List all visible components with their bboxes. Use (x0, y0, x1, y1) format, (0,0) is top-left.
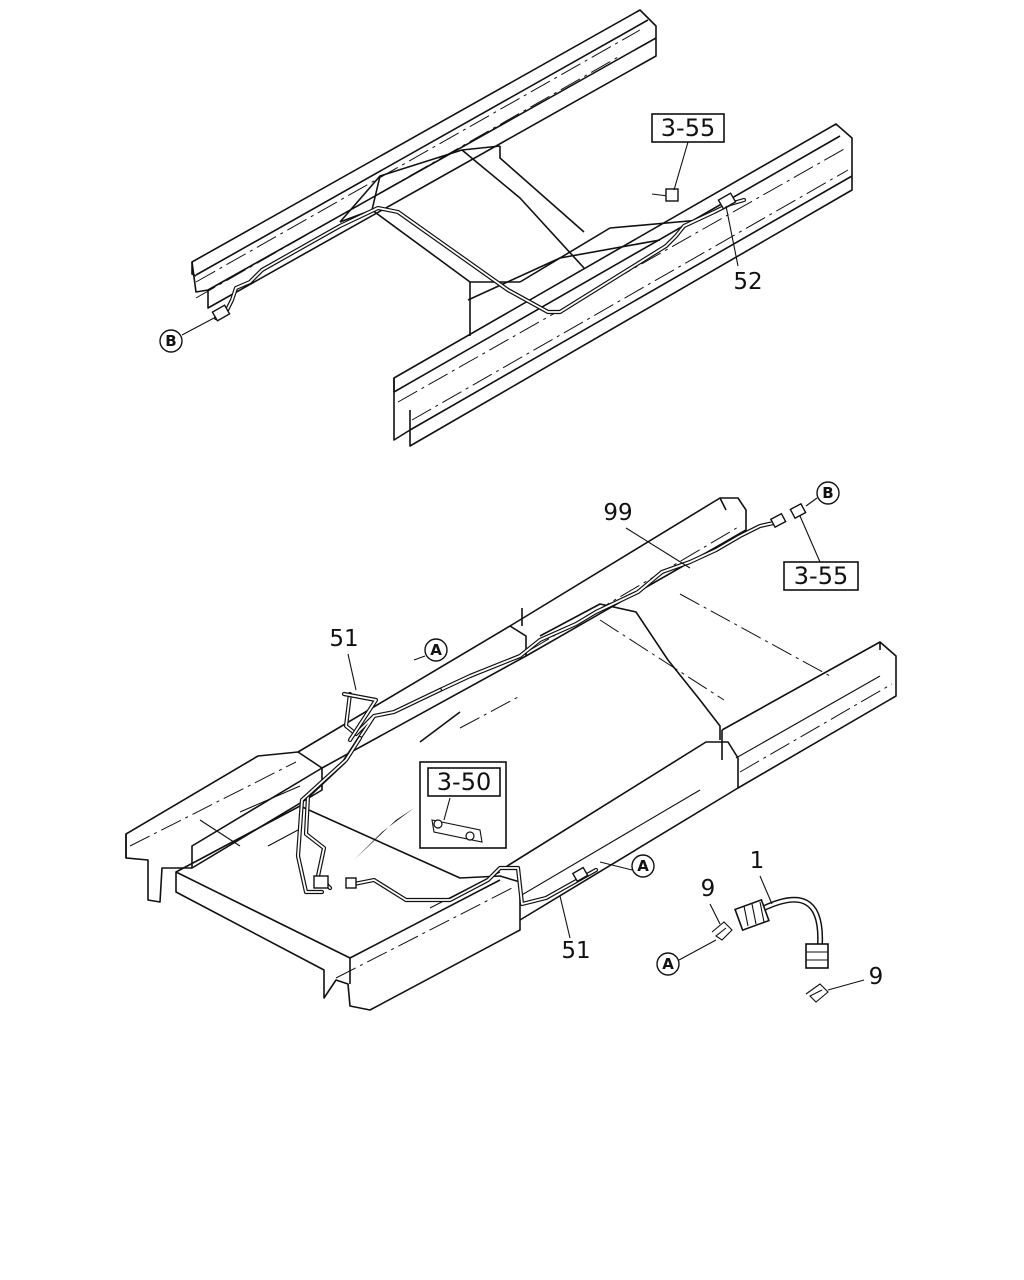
upper-crossmember (339, 145, 701, 336)
connector-fitting (665, 188, 679, 202)
pipe-nut-right (717, 192, 737, 210)
ref-box-3-55-top: 3-55 (651, 113, 725, 191)
upper-right-rail (393, 123, 853, 447)
marker-b-top: B (159, 317, 215, 353)
part-number-52: 52 (733, 269, 762, 295)
clip-9-right: 9 (805, 964, 884, 1003)
marker-b-right-label: B (822, 484, 833, 502)
marker-a-clip: A (656, 939, 717, 976)
callout-99: 99 (603, 500, 691, 569)
marker-a-lower: A (599, 854, 655, 878)
ref-box-3-55-right: 3-55 (783, 515, 859, 591)
valve-block (313, 875, 329, 889)
brake-pipe-52 (211, 188, 747, 322)
upper-left-rail (191, 9, 657, 309)
front-crossmember (125, 751, 323, 903)
flexible-hose-1: 1 (734, 848, 829, 969)
ref-label-3-50: 3-50 (437, 768, 491, 796)
brake-pipe-51-lower (313, 865, 599, 907)
ref-box-3-50: 3-50 (354, 761, 507, 860)
lower-frame-assembly (125, 497, 897, 1011)
marker-b-top-label: B (165, 332, 176, 350)
union-fitting (789, 502, 807, 520)
part-number-9-right: 9 (869, 964, 884, 990)
part-number-51-lower: 51 (561, 938, 590, 964)
clip-9-left: 9 (701, 876, 733, 941)
lower-right-rail (503, 741, 739, 921)
pipe-nut-left (211, 304, 231, 322)
part-number-1: 1 (750, 848, 765, 874)
pipe-51-nut (571, 866, 589, 883)
callout-52: 52 (725, 205, 763, 295)
part-number-9-left: 9 (701, 876, 716, 902)
part-number-99: 99 (603, 500, 632, 526)
marker-a-upper-label: A (430, 641, 442, 659)
pipe-nut-center (345, 877, 357, 889)
marker-b-right: B (789, 481, 840, 520)
rear-crossmember (175, 805, 521, 1011)
fuel-tank (419, 603, 721, 743)
callout-51-lower: 51 (559, 895, 591, 964)
marker-a-clip-label: A (662, 955, 674, 973)
ref-label-3-55-right: 3-55 (794, 562, 848, 590)
brake-pipe-99 (437, 512, 787, 693)
part-number-51-upper: 51 (329, 626, 358, 652)
marker-a-upper: A (413, 638, 448, 662)
hose-end-fitting-upper (734, 898, 770, 932)
valve-inset-icon (431, 819, 483, 843)
marker-a-lower-label: A (637, 857, 649, 875)
hose-end-fitting-lower (805, 943, 829, 969)
callout-51-upper: 51 (329, 626, 359, 691)
ref-label-3-55-top: 3-55 (661, 114, 715, 142)
upper-frame-assembly (191, 9, 853, 447)
pipe-99-nut (769, 512, 787, 529)
